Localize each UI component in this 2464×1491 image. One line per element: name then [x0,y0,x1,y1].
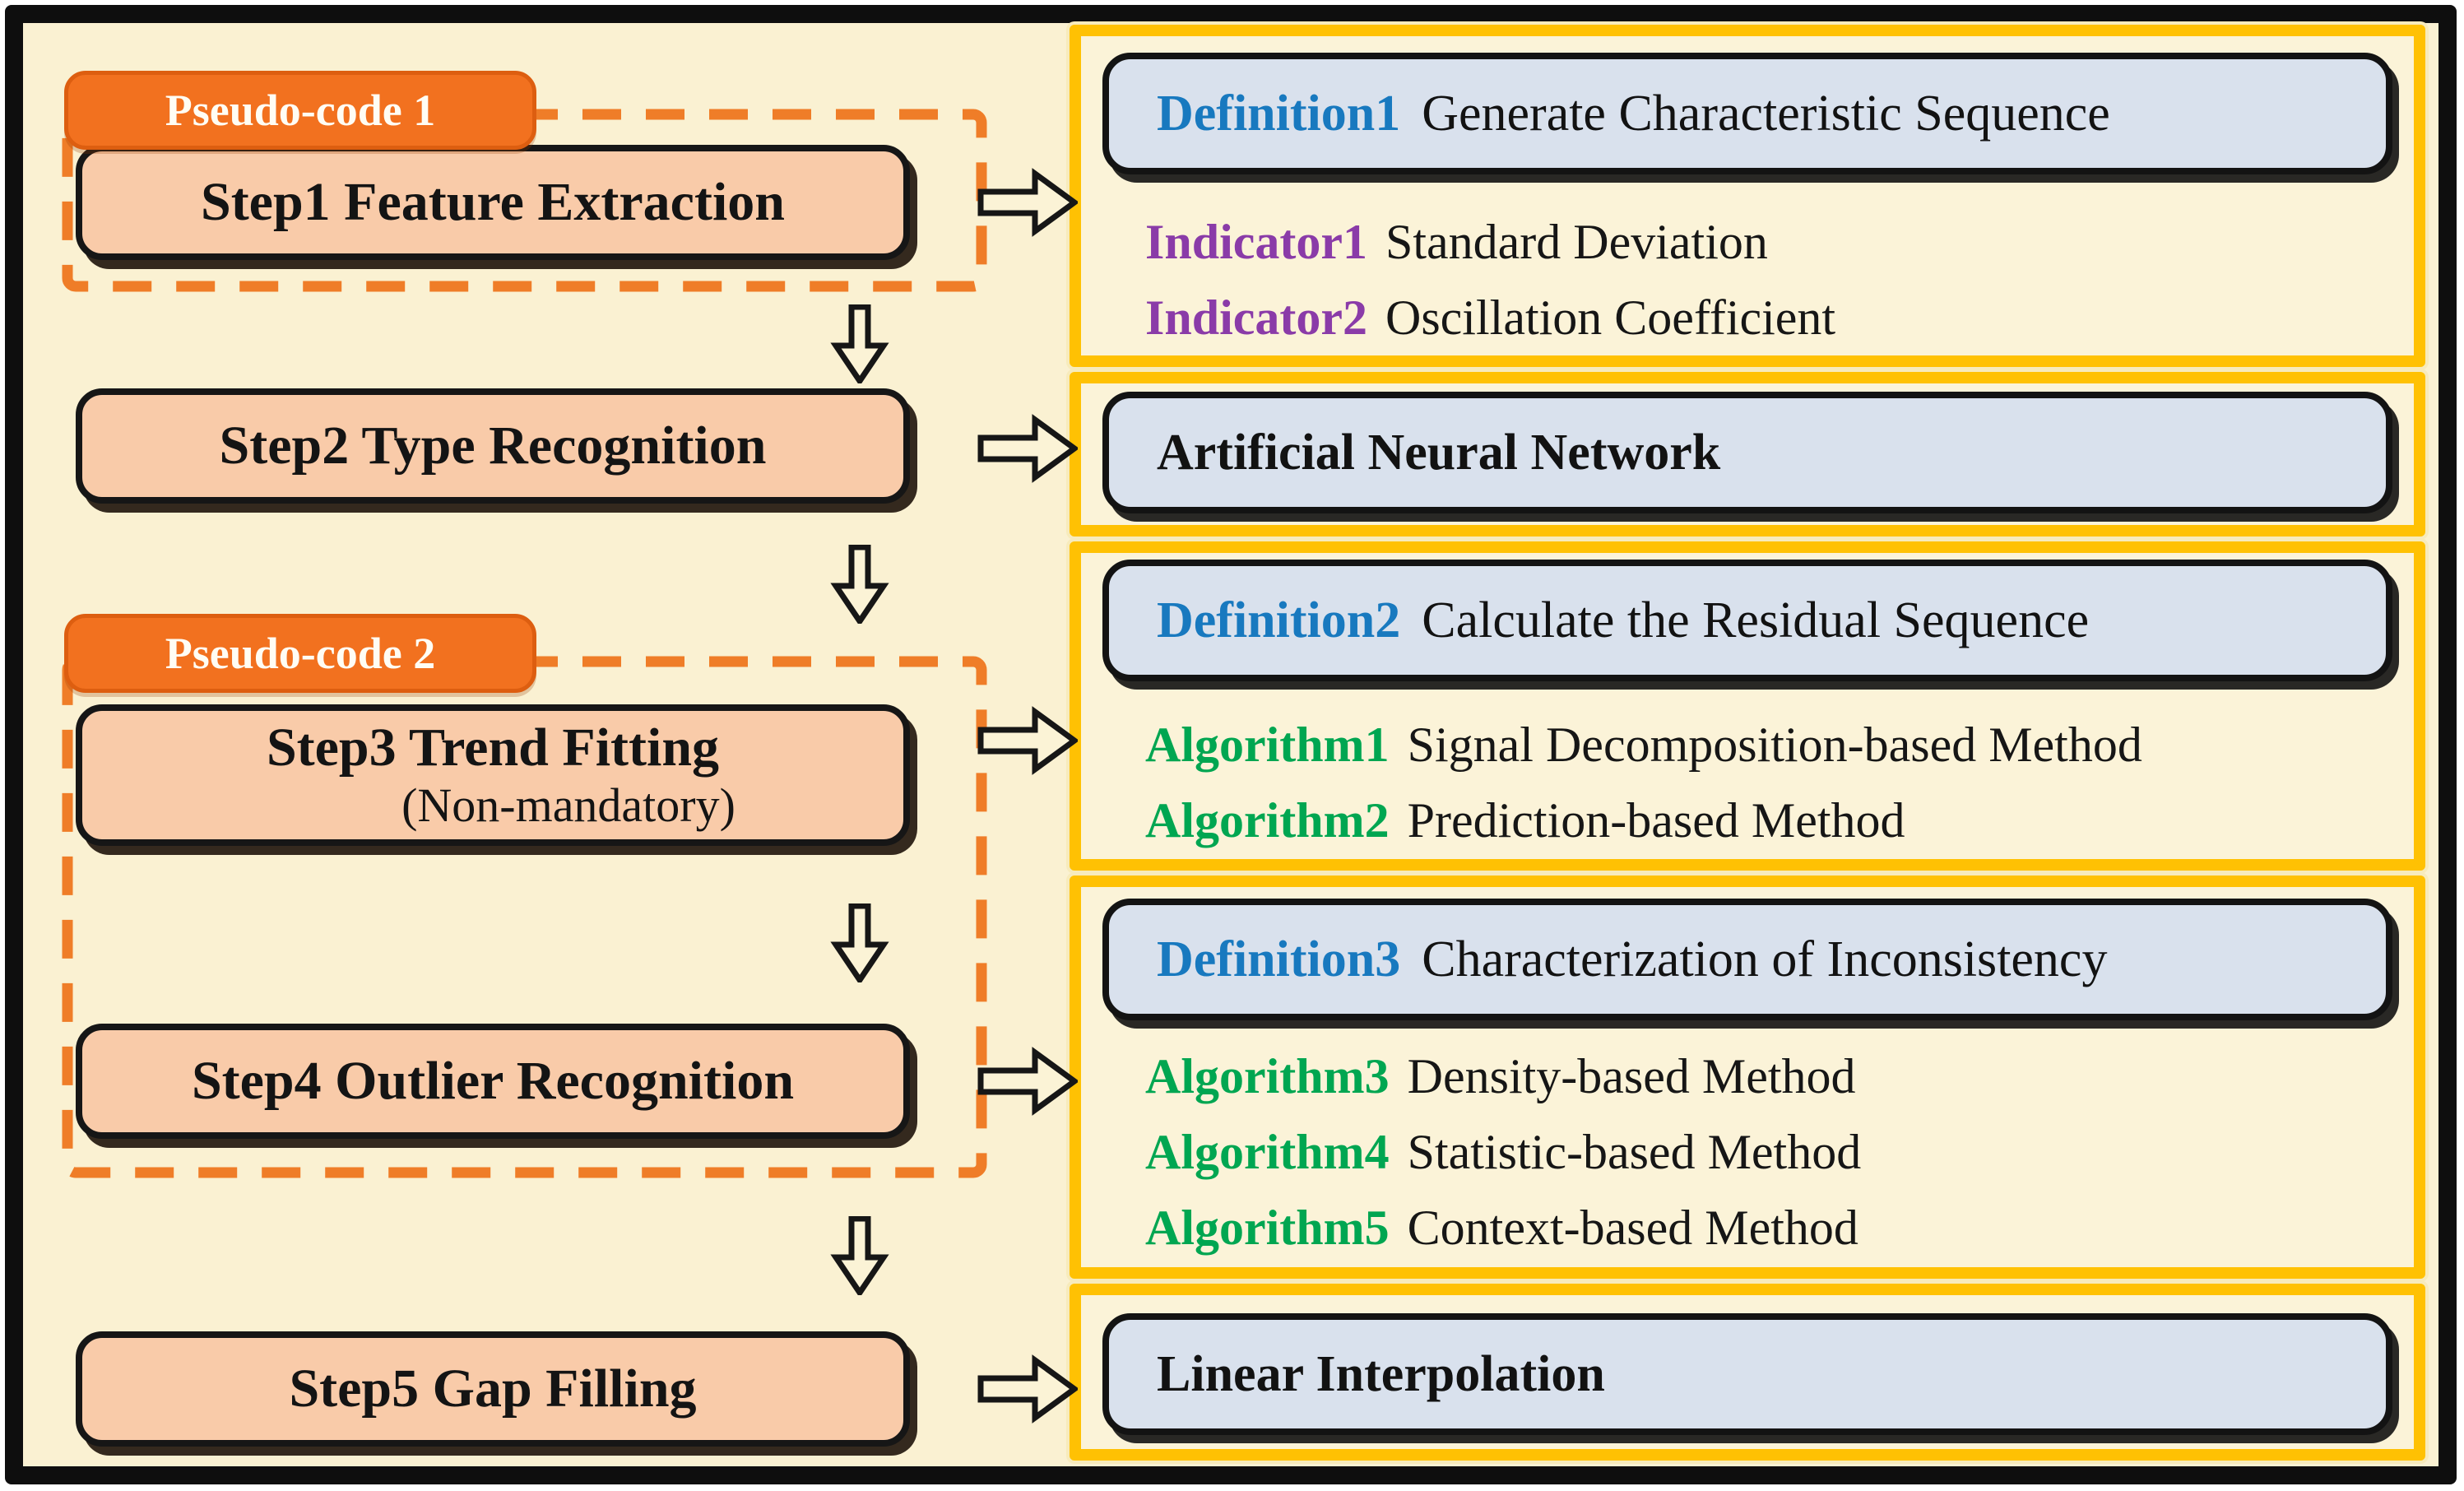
algorithm3-keyword: Algorithm3 [1145,1049,1390,1103]
pseudo-code-2-badge: Pseudo-code 2 [64,614,536,693]
list-item: Indicator1 Standard Deviation [1145,204,2414,280]
panel-trend-fitting: Definition2 Calculate the Residual Seque… [1070,541,2425,871]
algorithm4-keyword: Algorithm4 [1145,1125,1390,1179]
list-item: Algorithm2 Prediction-based Method [1145,783,2414,858]
down-arrow-icon-1 [830,304,889,383]
algorithm-list: Algorithm3 Density-based Method Algorithm… [1081,1038,2414,1266]
step2-label: Step2 Type Recognition [219,416,767,476]
down-arrow-icon-2 [830,545,889,624]
algorithm5-text: Context-based Method [1407,1201,1858,1255]
indicator2-text: Oscillation Coefficient [1385,290,1836,345]
step5-box: Step5 Gap Filling [76,1331,910,1447]
algorithm5-keyword: Algorithm5 [1145,1201,1390,1255]
definition3-text: Characterization of Inconsistency [1422,931,2108,987]
indicator1-keyword: Indicator1 [1145,215,1367,269]
right-arrow-icon-5 [977,1354,1078,1424]
step3-sublabel: (Non-mandatory) [401,778,735,833]
right-arrow-icon-1 [977,168,1078,237]
pseudo-code-1-badge: Pseudo-code 1 [64,71,536,150]
step4-label: Step4 Outlier Recognition [191,1051,795,1112]
definition1-title-box: Definition1 Generate Characteristic Sequ… [1102,53,2392,174]
definition1-text: Generate Characteristic Sequence [1422,85,2110,142]
ann-text: Artificial Neural Network [1157,424,1721,481]
step1-label: Step1 Feature Extraction [201,172,785,233]
indicator2-keyword: Indicator2 [1145,290,1367,345]
algorithm2-keyword: Algorithm2 [1145,793,1390,848]
algorithm3-text: Density-based Method [1407,1049,1856,1103]
definition2-keyword: Definition2 [1157,592,1401,648]
panel-feature-extraction: Definition1 Generate Characteristic Sequ… [1070,25,2425,367]
step3-label: Step3 Trend Fitting [266,717,720,778]
down-arrow-icon-3 [830,903,889,982]
down-arrow-icon-4 [830,1216,889,1295]
algorithm2-text: Prediction-based Method [1407,793,1905,848]
definition2-title-box: Definition2 Calculate the Residual Seque… [1102,560,2392,681]
step1-box: Step1 Feature Extraction [76,145,910,260]
linear-interpolation-title-box: Linear Interpolation [1102,1313,2392,1435]
indicator1-text: Standard Deviation [1385,215,1768,269]
definition3-keyword: Definition3 [1157,931,1401,987]
panel-gap-filling: Linear Interpolation [1070,1284,2425,1461]
definition3-title-box: Definition3 Characterization of Inconsis… [1102,899,2392,1020]
algorithm1-keyword: Algorithm1 [1145,718,1390,772]
linear-interpolation-text: Linear Interpolation [1157,1345,1605,1402]
panel-outlier-recognition: Definition3 Characterization of Inconsis… [1070,876,2425,1279]
definition2-text: Calculate the Residual Sequence [1422,592,2090,648]
list-item: Algorithm5 Context-based Method [1145,1190,2414,1266]
ann-title-box: Artificial Neural Network [1102,392,2392,513]
algorithm-list: Algorithm1 Signal Decomposition-based Met… [1081,707,2414,858]
right-arrow-icon-4 [977,1047,1078,1116]
right-arrow-icon-2 [977,414,1078,483]
definition1-keyword: Definition1 [1157,85,1401,142]
algorithm1-text: Signal Decomposition-based Method [1407,718,2142,772]
list-item: Algorithm3 Density-based Method [1145,1038,2414,1114]
step5-label: Step5 Gap Filling [289,1359,697,1419]
step3-box: Step3 Trend Fitting (Non-mandatory) [76,704,910,846]
algorithm4-text: Statistic-based Method [1407,1125,1862,1179]
step2-box: Step2 Type Recognition [76,388,910,504]
list-item: Algorithm4 Statistic-based Method [1145,1114,2414,1190]
step4-box: Step4 Outlier Recognition [76,1024,910,1139]
right-arrow-icon-3 [977,706,1078,775]
list-item: Algorithm1 Signal Decomposition-based Met… [1145,707,2414,783]
list-item: Indicator2 Oscillation Coefficient [1145,280,2414,355]
indicator-list: Indicator1 Standard Deviation Indicator2 O… [1081,204,2414,355]
panel-type-recognition: Artificial Neural Network [1070,372,2425,536]
